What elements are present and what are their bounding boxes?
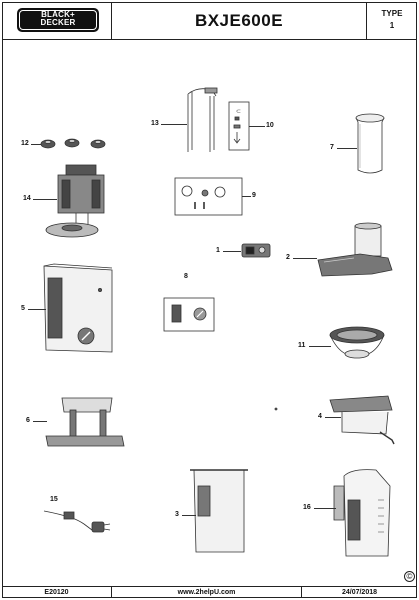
part-1-label: 1 bbox=[216, 247, 220, 254]
part-6-leader bbox=[33, 421, 47, 422]
part-13-label: 13 bbox=[151, 120, 159, 127]
footer-code: E20120 bbox=[2, 587, 112, 598]
food-pusher-drawing bbox=[355, 113, 385, 174]
part-8-label: 8 bbox=[184, 273, 188, 280]
feet-drawing bbox=[40, 138, 106, 149]
type-value: 1 bbox=[389, 21, 395, 30]
part-14-leader bbox=[33, 199, 57, 200]
juice-jug-drawing bbox=[333, 469, 391, 557]
type-cell: TYPE 1 bbox=[367, 2, 417, 39]
model-title: BXJE600E bbox=[112, 2, 367, 39]
part-15-label: 15 bbox=[50, 496, 58, 503]
part-1-leader bbox=[223, 251, 241, 252]
pulp-container-drawing bbox=[190, 469, 248, 553]
part-4-label: 4 bbox=[318, 413, 322, 420]
part-11-label: 11 bbox=[298, 342, 306, 349]
part-9-label: 9 bbox=[252, 192, 256, 199]
logo-border bbox=[19, 10, 97, 30]
svg-text:⊂: ⊂ bbox=[236, 109, 241, 115]
brand-line-2: DECKER bbox=[40, 18, 76, 27]
feed-chute-lid-drawing bbox=[317, 222, 393, 277]
motor-drawing bbox=[45, 164, 105, 238]
motor-housing-drawing bbox=[43, 263, 113, 353]
part-11-leader bbox=[309, 346, 331, 347]
locking-arm-drawing bbox=[187, 87, 218, 152]
control-switch-drawing bbox=[241, 243, 271, 258]
power-cord-drawing bbox=[43, 510, 111, 533]
header: BLACK+ DECKER BXJE600E TYPE 1 bbox=[2, 2, 417, 40]
copyright-symbol: © bbox=[404, 571, 415, 582]
part-7-leader bbox=[337, 148, 357, 149]
part-16-leader bbox=[314, 508, 336, 509]
part-12-leader bbox=[31, 144, 41, 145]
part-5-leader bbox=[28, 309, 46, 310]
part-2-leader bbox=[293, 258, 317, 259]
part-13-leader bbox=[161, 124, 187, 125]
knob-drawing bbox=[163, 297, 215, 332]
filter-basket-drawing bbox=[329, 326, 385, 359]
part-4-leader bbox=[325, 417, 341, 418]
brand-logo: BLACK+ DECKER bbox=[17, 8, 99, 32]
part-2-label: 2 bbox=[286, 254, 290, 261]
type-label: TYPE bbox=[381, 9, 403, 18]
screw-set-drawing bbox=[174, 177, 243, 216]
part-10-leader bbox=[249, 126, 265, 127]
part-14-label: 14 bbox=[23, 195, 31, 202]
logo-cell: BLACK+ DECKER bbox=[2, 2, 112, 39]
part-6-label: 6 bbox=[26, 417, 30, 424]
part-10-label: 10 bbox=[266, 122, 274, 129]
part-3-label: 3 bbox=[175, 511, 179, 518]
hardware-kit-drawing: ⊂ bbox=[228, 101, 250, 151]
part-3-leader bbox=[182, 515, 196, 516]
footer: E20120 www.2helpU.com 24/07/2018 bbox=[2, 586, 417, 598]
footer-website: www.2helpU.com bbox=[112, 587, 302, 598]
juice-collector-drawing bbox=[274, 395, 395, 445]
part-5-label: 5 bbox=[21, 305, 25, 312]
part-16-label: 16 bbox=[303, 504, 311, 511]
brand-line-1: BLACK+ bbox=[41, 10, 75, 19]
part-12-label: 12 bbox=[21, 140, 29, 147]
part-9-leader bbox=[242, 196, 251, 197]
base-drawing bbox=[45, 397, 125, 447]
part-7-label: 7 bbox=[330, 144, 334, 151]
footer-date: 24/07/2018 bbox=[341, 589, 378, 596]
